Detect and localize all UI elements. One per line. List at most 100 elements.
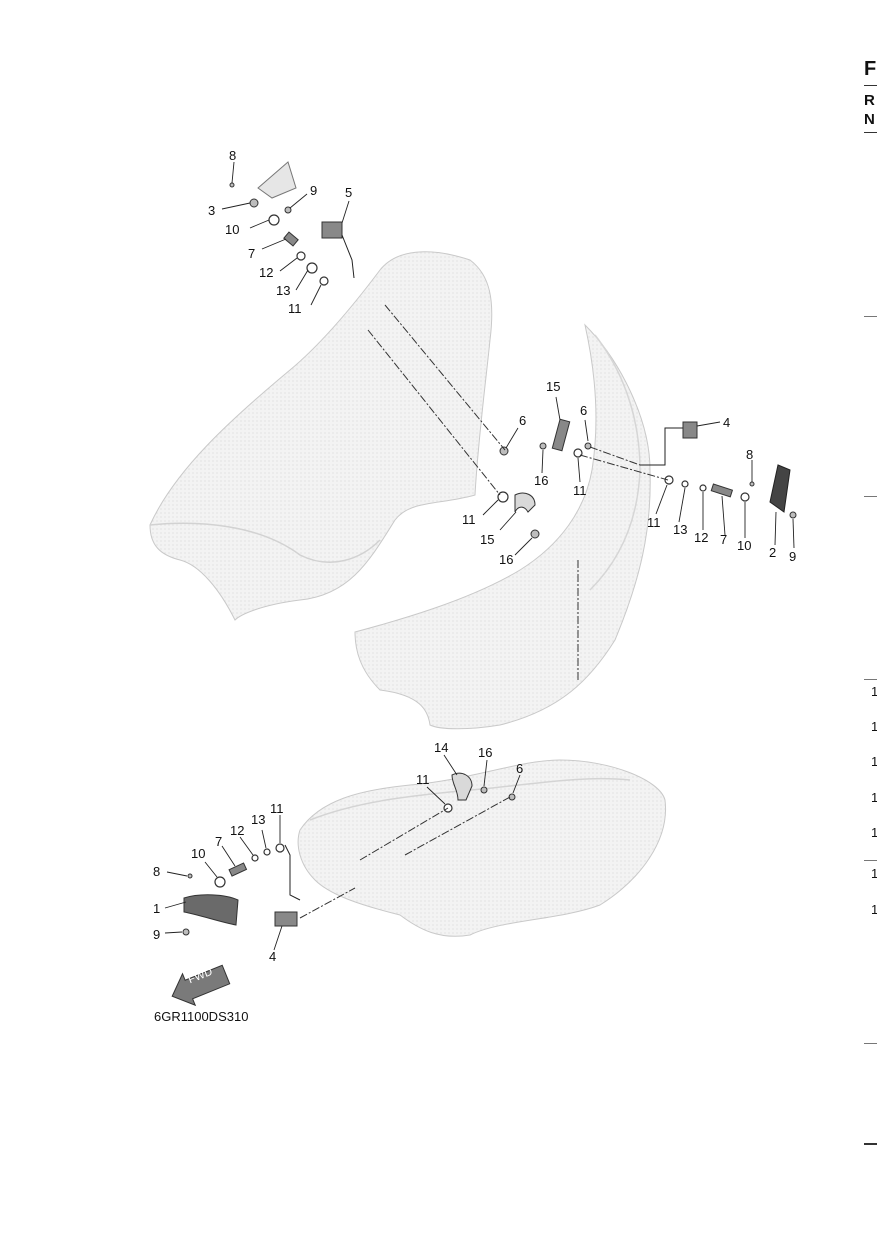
assembly-line	[367, 329, 501, 496]
washer-10-bottom	[214, 876, 226, 888]
screw-16-left	[530, 529, 540, 539]
diagram-code: 6GR1100DS310	[154, 1009, 249, 1024]
clip-9-right	[789, 511, 797, 519]
ring-11-top	[319, 276, 329, 286]
callout-9: 9	[310, 183, 318, 198]
callout-9: 9	[153, 927, 161, 942]
callout-8: 8	[153, 864, 161, 879]
leader	[426, 786, 446, 805]
leader	[249, 219, 270, 229]
leader	[555, 396, 561, 421]
callout-13: 13	[251, 812, 266, 827]
callout-6: 6	[580, 403, 588, 418]
leader	[221, 202, 251, 210]
edge-divider	[864, 860, 877, 861]
leader	[774, 511, 777, 546]
leader	[577, 457, 581, 483]
top-emblem	[257, 161, 297, 199]
washer-10-right	[740, 492, 750, 502]
edge-number: 1	[871, 684, 877, 699]
assembly-line	[359, 807, 449, 861]
callout-11: 11	[647, 515, 661, 530]
edge-divider	[864, 85, 877, 86]
leader	[164, 901, 187, 909]
bracket-5	[321, 221, 343, 239]
collar-7-right	[710, 483, 734, 498]
leader	[295, 269, 309, 291]
leader	[499, 511, 517, 531]
callout-4: 4	[723, 415, 731, 430]
assembly-line	[299, 887, 356, 919]
callout-10: 10	[191, 846, 206, 861]
edge-number: 1	[871, 790, 877, 805]
ring-13-top	[306, 262, 318, 274]
edge-divider	[864, 679, 877, 680]
pin-8-top	[229, 182, 235, 188]
edge-divider	[864, 316, 877, 317]
leader	[261, 238, 287, 250]
bolt-6-right	[584, 442, 592, 450]
leader	[721, 495, 726, 536]
grommet-11-right	[664, 475, 674, 485]
ring-12-right	[699, 484, 707, 492]
callout-7: 7	[215, 834, 223, 849]
bolt-6-left	[499, 446, 509, 456]
callout-14: 14	[434, 740, 449, 755]
assembly-line	[589, 446, 641, 466]
callout-3: 3	[208, 203, 216, 218]
leader	[239, 836, 254, 856]
right-cover-panel	[354, 323, 651, 730]
assembly-line	[579, 454, 669, 481]
screw-16-right	[539, 442, 547, 450]
ring-13-right	[681, 480, 689, 488]
edge-number: 1	[871, 825, 877, 840]
callout-16: 16	[534, 473, 549, 488]
callout-10: 10	[737, 538, 752, 553]
right-emblem	[769, 464, 791, 513]
callout-11: 11	[573, 483, 587, 498]
screw-16-bottom	[480, 786, 488, 794]
callout-4: 4	[269, 949, 277, 964]
pin-8-bottom	[187, 873, 193, 879]
edge-divider	[864, 1143, 877, 1145]
edge-number: 1	[871, 866, 877, 881]
fwd-arrow	[171, 964, 231, 1007]
right-cover-inner-edge	[589, 334, 641, 591]
callout-6: 6	[519, 413, 527, 428]
edge-number: 1	[871, 902, 877, 917]
edge-number: 1	[871, 754, 877, 769]
leader	[482, 499, 499, 516]
callout-15: 15	[546, 379, 561, 394]
left-cover-edge	[149, 522, 381, 563]
callout-11: 11	[270, 801, 284, 816]
callout-5: 5	[345, 185, 353, 200]
ring-12-top	[296, 251, 306, 261]
bracket-4-right	[682, 421, 698, 439]
callout-12: 12	[259, 265, 274, 280]
callout-6: 6	[516, 761, 524, 776]
leader	[164, 931, 183, 934]
grommet-11-upper-right	[573, 448, 583, 458]
leader	[273, 925, 283, 951]
leader	[221, 845, 236, 867]
callout-7: 7	[720, 532, 728, 547]
ring-12-bottom	[251, 854, 259, 862]
callout-11: 11	[288, 301, 302, 316]
bracket-15-right	[551, 418, 571, 452]
leader	[204, 861, 218, 878]
leader	[261, 829, 267, 849]
callout-12: 12	[230, 823, 245, 838]
leader	[483, 759, 488, 787]
callout-11: 11	[416, 772, 430, 787]
callout-16: 16	[478, 745, 493, 760]
bottom-emblem	[183, 894, 239, 926]
leader	[289, 193, 308, 209]
collar-7-bottom	[228, 862, 248, 877]
callout-13: 13	[673, 522, 688, 537]
callout-8: 8	[229, 148, 237, 163]
edge-heading: F	[864, 58, 877, 80]
leader	[279, 257, 298, 272]
leader	[678, 487, 686, 523]
callout-8: 8	[746, 447, 754, 462]
grommet-11-bottom	[275, 843, 285, 853]
